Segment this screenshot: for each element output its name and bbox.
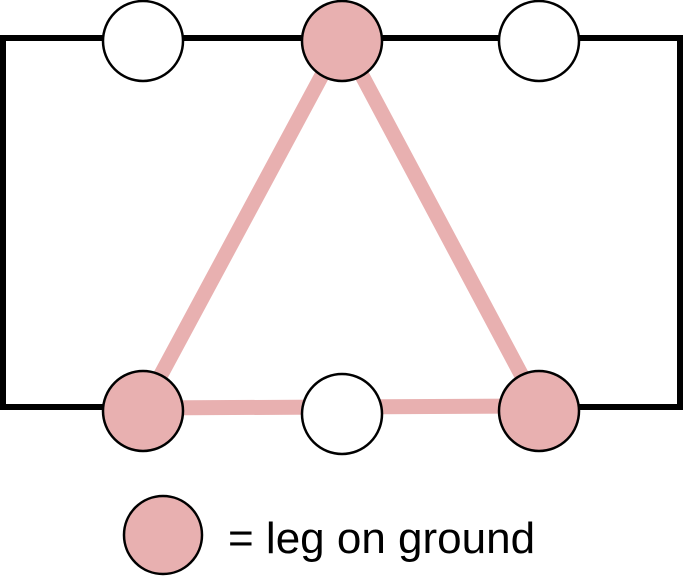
ground-leg-legend-icon: [122, 494, 204, 576]
leg-front-left: [101, 0, 185, 83]
leg-rear-right: [497, 369, 581, 453]
leg-front-right: [497, 0, 581, 83]
leg-rear-middle: [300, 372, 384, 456]
robot-body-outline: [0, 35, 683, 410]
support-triangle: [135, 30, 546, 416]
legend-label: = leg on ground: [228, 514, 535, 563]
leg-rear-left: [101, 369, 185, 453]
leg-front-middle: [300, 0, 384, 83]
